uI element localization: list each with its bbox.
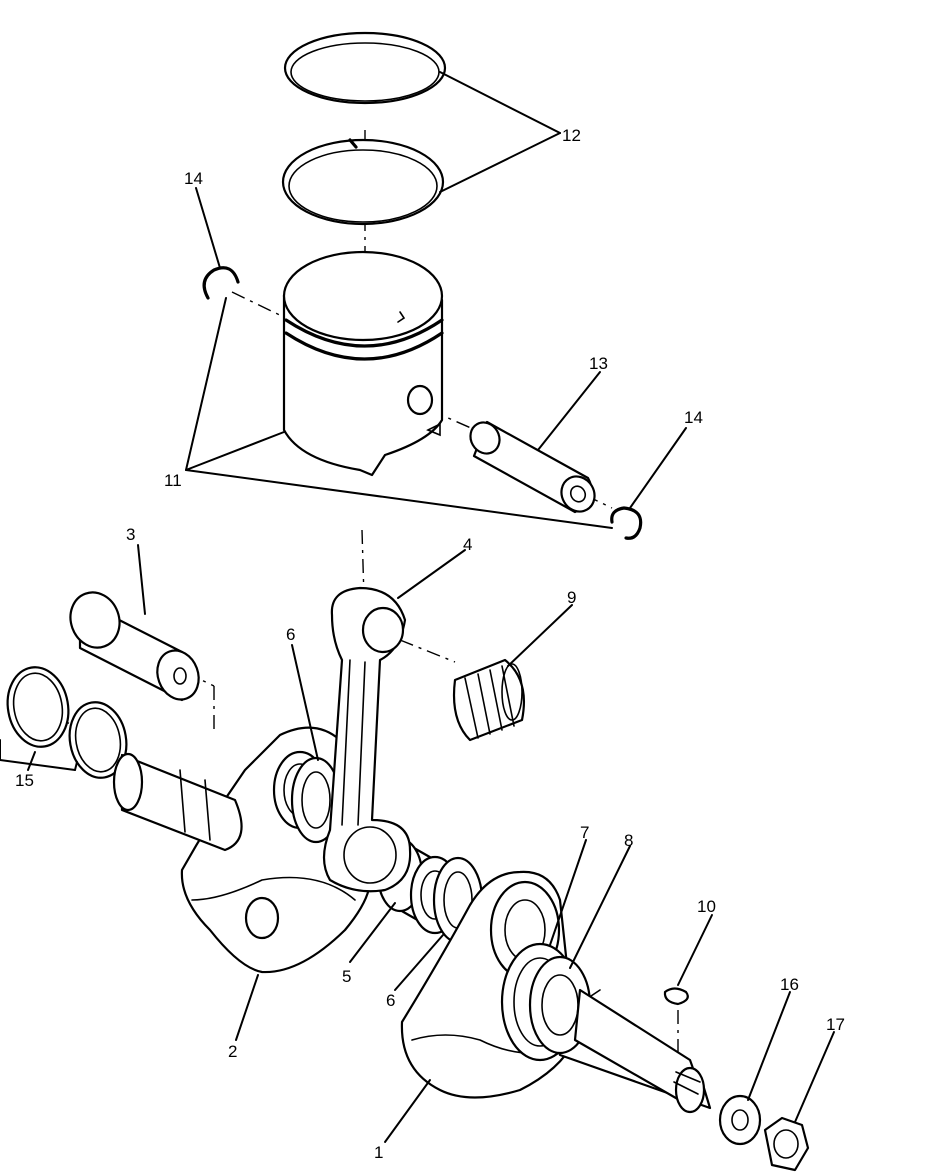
needle-bearing-small-end bbox=[452, 658, 526, 742]
callout-labels: 1 2 3 4 5 6 6 7 8 9 10 11 12 13 14 14 15… bbox=[15, 126, 845, 1162]
callout-8: 8 bbox=[624, 831, 633, 850]
woodruff-key bbox=[663, 987, 689, 1006]
callout-6-upper: 6 bbox=[286, 625, 295, 644]
callout-16: 16 bbox=[780, 975, 799, 994]
callout-14-lower: 14 bbox=[684, 408, 703, 427]
callout-7: 7 bbox=[580, 823, 589, 842]
piston-ring-second bbox=[281, 138, 445, 226]
circlip-top bbox=[202, 266, 240, 300]
washer bbox=[718, 1094, 762, 1146]
callout-15: 15 bbox=[15, 771, 34, 790]
crank-pin bbox=[69, 591, 200, 702]
circlip-bottom bbox=[610, 506, 643, 540]
callout-13: 13 bbox=[589, 354, 608, 373]
callout-1: 1 bbox=[374, 1143, 383, 1162]
crank-shim-inner bbox=[68, 701, 128, 779]
callout-11: 11 bbox=[164, 471, 182, 490]
piston-pin bbox=[469, 420, 596, 514]
callout-14-upper: 14 bbox=[184, 169, 203, 188]
callout-17: 17 bbox=[826, 1015, 845, 1034]
callout-2: 2 bbox=[228, 1042, 237, 1061]
callout-9: 9 bbox=[567, 588, 576, 607]
callout-12: 12 bbox=[562, 126, 581, 145]
callout-6-lower: 6 bbox=[386, 991, 395, 1010]
callout-5: 5 bbox=[342, 967, 351, 986]
piston-ring-top bbox=[283, 31, 447, 105]
callout-4: 4 bbox=[463, 535, 472, 554]
connecting-rod bbox=[322, 586, 412, 893]
crankshaft-taper bbox=[573, 988, 706, 1114]
callout-3: 3 bbox=[126, 525, 135, 544]
crank-shim-outer bbox=[6, 666, 70, 748]
nut bbox=[763, 1116, 810, 1172]
leader-lines bbox=[0, 71, 835, 1143]
callout-10: 10 bbox=[697, 897, 716, 916]
piston bbox=[282, 250, 444, 477]
